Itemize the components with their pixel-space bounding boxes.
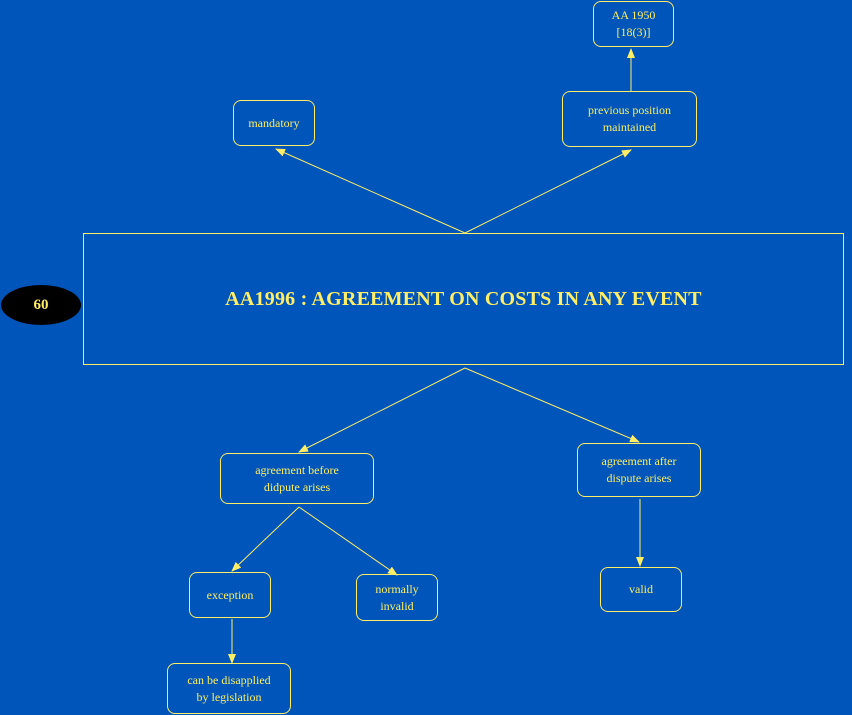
edge-agreement-before-to-exception: [231, 506, 300, 572]
node-agreement-after: agreement after dispute arises: [577, 443, 701, 497]
page-number-badge: 60: [1, 285, 81, 325]
node-disapplied: can be disapplied by legislation: [167, 663, 291, 714]
node-agreement-before: agreement before didpute arises: [220, 453, 374, 504]
node-normally-invalid: normally invalid: [356, 574, 438, 621]
node-exception: exception: [189, 572, 271, 618]
node-mandatory: mandatory: [233, 100, 315, 146]
edge-main-to-mandatory: [275, 148, 466, 234]
node-valid: valid: [600, 567, 682, 612]
edge-agreement-before-to-normally-invalid: [298, 506, 398, 576]
node-previous-position: previous position maintained: [562, 91, 697, 147]
main-topic-box: AA1996 : AGREEMENT ON COSTS IN ANY EVENT: [83, 233, 844, 365]
edge-main-to-agreement-after: [464, 367, 640, 443]
page-title: AA1996 : AGREEMENT ON COSTS IN ANY EVENT: [225, 287, 702, 310]
edge-main-to-previous-position: [464, 149, 632, 234]
node-aa1950: AA 1950 [18(3)]: [593, 1, 674, 47]
edge-main-to-agreement-before: [298, 367, 466, 453]
